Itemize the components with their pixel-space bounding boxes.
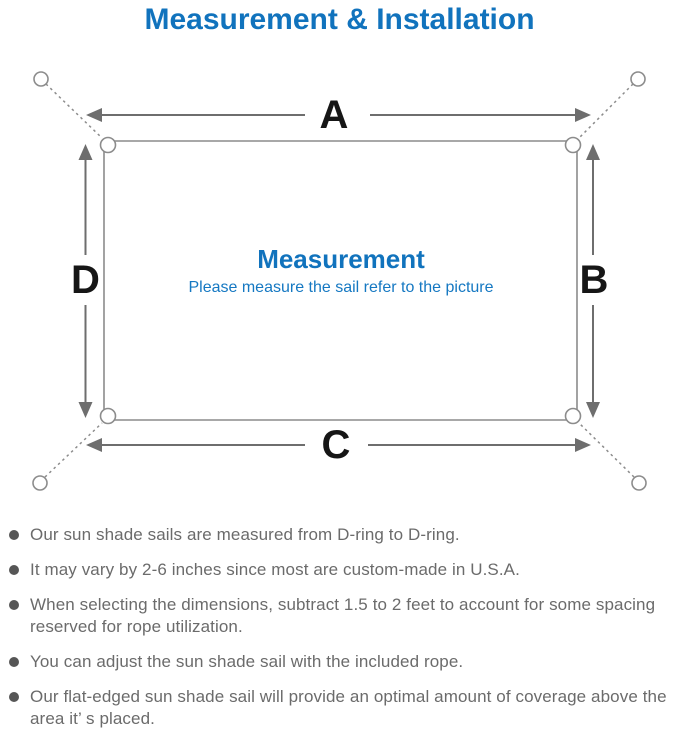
anchor-points	[32, 71, 647, 491]
note-text: You can adjust the sun shade sail with t…	[30, 652, 464, 671]
note-text: When selecting the dimensions, subtract …	[30, 595, 656, 636]
arrow-d	[78, 144, 93, 418]
anchor-point-bottom-right	[631, 475, 647, 491]
d-ring-top-left	[99, 136, 117, 154]
diagram-center-subtitle: Please measure the sail refer to the pic…	[188, 279, 493, 296]
note-text: It may vary by 2-6 inches since most are…	[30, 560, 520, 579]
dim-label-b: B	[580, 258, 609, 302]
arrow-a	[86, 108, 591, 122]
anchor-ropes	[44, 83, 635, 478]
sail-outline	[103, 140, 578, 421]
anchor-line-bottom-left	[44, 422, 103, 478]
bullet-icon	[9, 530, 19, 540]
note-item: Our flat-edged sun shade sail will provi…	[9, 686, 671, 730]
anchor-line-top-right	[578, 83, 634, 139]
dim-label-c: C	[322, 423, 351, 467]
anchor-point-top-right	[630, 71, 646, 87]
arrow-c	[86, 438, 591, 452]
d-ring-top-right	[564, 136, 582, 154]
bullet-icon	[9, 692, 19, 702]
note-item: It may vary by 2-6 inches since most are…	[9, 559, 671, 581]
note-text: Our flat-edged sun shade sail will provi…	[30, 687, 667, 728]
arrow-b	[586, 144, 600, 418]
d-rings	[99, 136, 582, 425]
dim-label-d: D	[71, 258, 100, 302]
bullet-icon	[9, 600, 19, 610]
bullet-icon	[9, 565, 19, 575]
page-title: Measurement & Installation	[144, 3, 535, 36]
d-ring-bottom-left	[99, 407, 117, 425]
note-item: When selecting the dimensions, subtract …	[9, 594, 671, 638]
note-text: Our sun shade sails are measured from D-…	[30, 525, 460, 544]
anchor-point-bottom-left	[32, 475, 48, 491]
note-item: You can adjust the sun shade sail with t…	[9, 651, 671, 673]
notes-list: Our sun shade sails are measured from D-…	[9, 524, 671, 739]
anchor-line-top-left	[45, 83, 103, 139]
dim-label-a: A	[320, 93, 349, 137]
note-item: Our sun shade sails are measured from D-…	[9, 524, 671, 546]
d-ring-bottom-right	[564, 407, 582, 425]
bullet-icon	[9, 657, 19, 667]
diagram-center-title: Measurement	[257, 244, 425, 274]
anchor-line-bottom-right	[578, 422, 635, 478]
anchor-point-top-left	[33, 71, 49, 87]
measurement-diagram: A C D B Measurement Please measure the s…	[32, 71, 647, 491]
